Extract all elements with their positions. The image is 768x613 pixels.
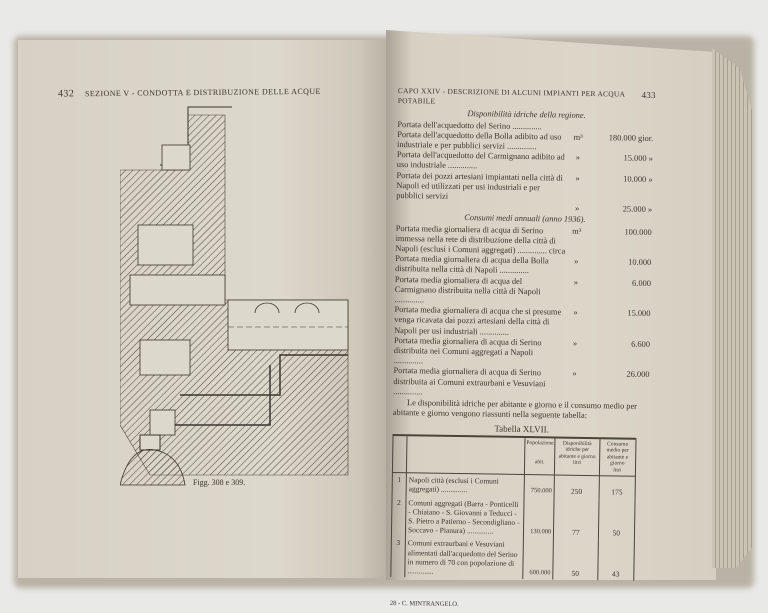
item-value: 100.000	[624, 227, 652, 237]
item-text: Portata media giornaliera di acqua di Se…	[393, 366, 546, 397]
item-unit: »	[572, 338, 578, 348]
cell-desc: Comuni extraurbani e Vesuviani alimentat…	[404, 536, 524, 580]
cell-n: 1	[392, 472, 407, 496]
list-item: Portata media giornaliera di acqua del C…	[395, 275, 653, 310]
item-text: Portata dell'acquedotto della Bolla adib…	[397, 129, 562, 152]
cell-desc: Napoli città (esclusi i Comuni aggregati…	[406, 472, 525, 498]
footer-signature: 28 - C. MINTRANGELO.	[389, 600, 459, 609]
item-unit: »	[574, 257, 579, 267]
cell-n: 2	[391, 495, 407, 537]
item-value: 180.000 gior.	[608, 133, 654, 143]
item-unit: »	[573, 308, 578, 318]
item-text: Portata media giornaliera di acqua della…	[395, 254, 549, 276]
item-unit: »	[575, 173, 580, 183]
item-text: Portata dell'acquedotto del Carmignano a…	[396, 150, 565, 171]
cell-n: 3	[390, 536, 406, 578]
item-unit: »	[575, 153, 581, 163]
cell-disp: 250	[554, 475, 599, 499]
cell-disp: 50	[552, 538, 598, 581]
table-header-availability: Disponibilità idriche per abitante e gio…	[554, 437, 600, 476]
item-unit	[567, 122, 589, 133]
cell-pop: 750.000	[524, 474, 555, 499]
cell-cons: 43	[597, 539, 635, 581]
left-page-number: 432	[57, 88, 75, 100]
item-unit: m³	[573, 132, 583, 142]
section-drawing	[120, 106, 349, 486]
right-running-head-text: CAPO XXIV - DESCRIZIONE DI ALCUNI IMPIAN…	[397, 86, 625, 106]
right-page	[386, 30, 716, 580]
item-text: Portata media giornaliera di acqua del C…	[394, 274, 541, 305]
item-unit: »	[573, 277, 579, 287]
item-text: Portata media giornaliera di acqua di Se…	[395, 223, 566, 256]
item-unit: »	[574, 204, 580, 214]
list-item: Portata media giornaliera di acqua di Se…	[395, 224, 653, 259]
item-text: Portata dei pozzi artesiani impiantati n…	[396, 170, 563, 201]
hatched-ground	[120, 114, 349, 476]
item-value: 6.600	[631, 339, 651, 349]
list-item: Portata media giornaliera di acqua di Se…	[393, 366, 651, 401]
item-value: 15.000 »	[623, 153, 653, 164]
table-header	[406, 434, 526, 475]
right-page-number: 433	[641, 89, 656, 101]
item-text: Portata media giornaliera di acqua di Se…	[393, 335, 542, 366]
item-unit: m³	[572, 226, 582, 236]
table-header	[392, 434, 408, 473]
cell-desc: Comuni aggregati (Barra - Ponticelli - C…	[405, 495, 525, 539]
list-item: Portata dei pozzi artesiani impiantati n…	[396, 171, 654, 206]
list-item: Portata media giornaliera di acqua che s…	[394, 305, 652, 340]
cell-pop: 130.000	[523, 497, 555, 539]
page-edges	[712, 48, 752, 568]
list-item: Portata media giornaliera di acqua di Se…	[394, 336, 652, 371]
right-page-text: CAPO XXIV - DESCRIZIONE DI ALCUNI IMPIAN…	[390, 86, 656, 613]
cell-pop: 600.000	[522, 538, 554, 580]
cell-cons: 175	[598, 475, 636, 500]
right-running-head: CAPO XXIV - DESCRIZIONE DI ALCUNI IMPIAN…	[398, 86, 656, 110]
paragraph: Le disponibilità idriche per abitante e …	[392, 398, 638, 421]
item-value: 10.000 »	[623, 174, 653, 184]
cell-cons: 50	[597, 498, 636, 541]
item-value: 26.000	[626, 370, 650, 380]
item-value: 10.000	[628, 257, 652, 268]
item-value: 15.000	[627, 308, 651, 319]
item-value: 6.000	[632, 278, 652, 288]
item-unit: »	[572, 369, 577, 379]
item-text: Portata media giornaliera di acqua che s…	[394, 305, 562, 337]
item-value: 25.000 »	[622, 204, 653, 215]
figure-caption: Figg. 308 e 309.	[193, 478, 246, 487]
cell-disp: 77	[553, 498, 599, 540]
